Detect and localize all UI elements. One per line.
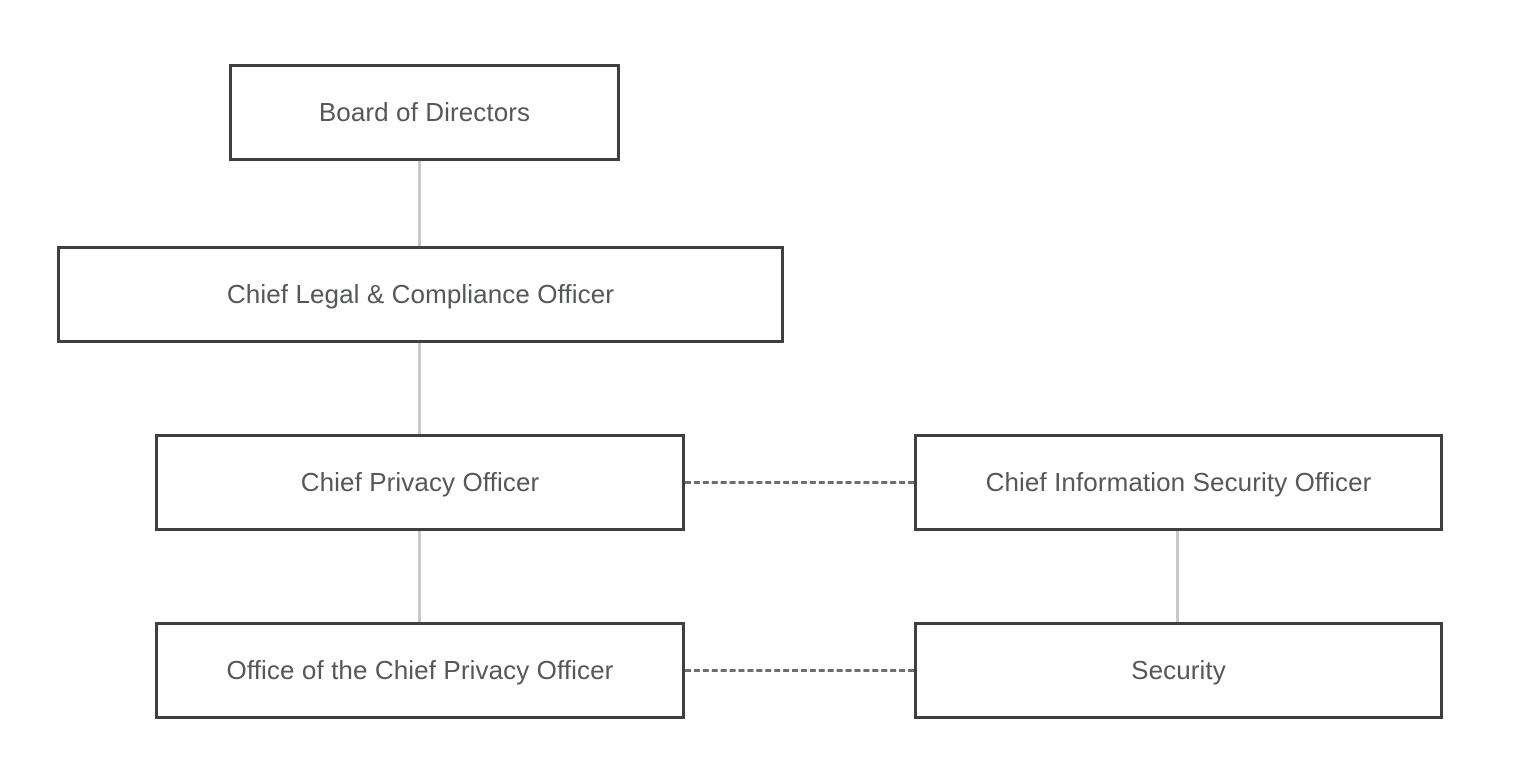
node-security[interactable]: Security: [914, 622, 1443, 719]
edge-chief-information-security-officer-to-security: [1176, 530, 1179, 623]
node-board-of-directors[interactable]: Board of Directors: [229, 64, 620, 161]
node-chief-privacy-officer[interactable]: Chief Privacy Officer: [155, 434, 685, 531]
node-chief-information-security-officer[interactable]: Chief Information Security Officer: [914, 434, 1443, 531]
edge-chief-legal-compliance-officer-to-chief-privacy-officer: [418, 342, 421, 435]
edge-board-to-chief-legal-compliance-officer: [418, 160, 421, 247]
node-office-of-the-chief-privacy-officer[interactable]: Office of the Chief Privacy Officer: [155, 622, 685, 719]
node-label-office-of-the-chief-privacy-officer: Office of the Chief Privacy Officer: [226, 655, 614, 686]
node-label-chief-privacy-officer: Chief Privacy Officer: [300, 467, 540, 498]
node-chief-legal-and-compliance-officer[interactable]: Chief Legal & Compliance Officer: [57, 246, 784, 343]
edge-chief-privacy-officer-to-office-of-the-chief-privacy-officer: [418, 530, 421, 623]
node-label-chief-legal-and-compliance-officer: Chief Legal & Compliance Officer: [226, 279, 615, 310]
node-label-board-of-directors: Board of Directors: [318, 97, 531, 128]
edge-office-of-the-chief-privacy-officer-to-security: [685, 669, 914, 672]
node-label-chief-information-security-officer: Chief Information Security Officer: [985, 467, 1372, 498]
edge-chief-privacy-officer-to-chief-information-security-officer: [685, 481, 914, 484]
node-label-security: Security: [1131, 655, 1226, 686]
